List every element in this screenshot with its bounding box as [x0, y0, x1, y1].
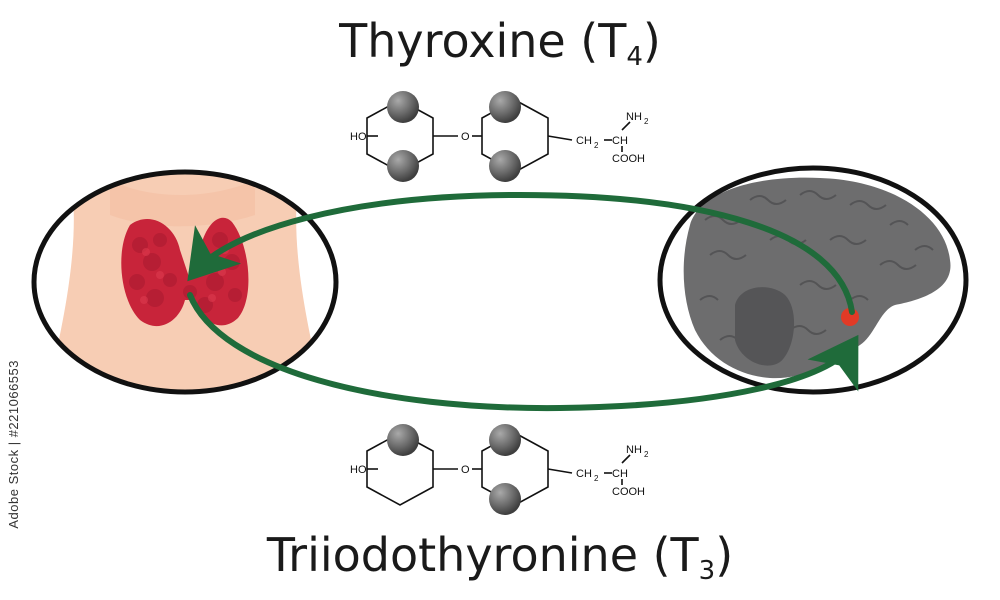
svg-text:NH: NH	[626, 111, 642, 123]
thyroxine-title: Thyroxine (T4)	[339, 14, 661, 72]
iodine-atom	[387, 150, 419, 182]
triiodothyronine-title: Triiodothyronine (T3)	[266, 528, 734, 586]
triiodothyronine-iodine-atoms	[387, 424, 521, 515]
svg-text:CH: CH	[576, 468, 592, 480]
iodine-atom	[387, 91, 419, 123]
iodine-atom	[489, 424, 521, 456]
thyroxine-labels: HO O CH 2 CH NH 2 COOH	[350, 111, 649, 165]
iodine-atom	[489, 483, 521, 515]
svg-text:CH: CH	[612, 468, 628, 480]
iodine-atom	[387, 424, 419, 456]
triiodothyronine-labels: HO O CH 2 CH NH 2 COOH	[350, 444, 649, 498]
svg-text:HO: HO	[350, 464, 367, 476]
arrow-to-pituitary	[187, 292, 859, 412]
brain-panel	[657, 165, 969, 395]
svg-text:HO: HO	[350, 131, 367, 143]
thyroid-panel	[31, 169, 339, 395]
svg-text:CH: CH	[576, 135, 592, 147]
svg-text:2: 2	[594, 474, 599, 483]
stock-watermark: Adobe Stock | #221066553	[6, 360, 21, 529]
arrow-to-thyroid	[187, 191, 855, 315]
svg-text:O: O	[461, 464, 470, 476]
svg-text:CH: CH	[612, 135, 628, 147]
iodine-atom	[489, 91, 521, 123]
thyroxine-iodine-atoms	[387, 91, 521, 182]
svg-text:2: 2	[644, 450, 649, 459]
feedback-loop	[187, 191, 859, 412]
cerebellum	[735, 287, 795, 366]
svg-text:2: 2	[594, 141, 599, 150]
svg-text:COOH: COOH	[612, 153, 645, 165]
svg-text:COOH: COOH	[612, 486, 645, 498]
svg-text:NH: NH	[626, 444, 642, 456]
svg-text:O: O	[461, 131, 470, 143]
iodine-atom	[489, 150, 521, 182]
svg-text:2: 2	[644, 117, 649, 126]
